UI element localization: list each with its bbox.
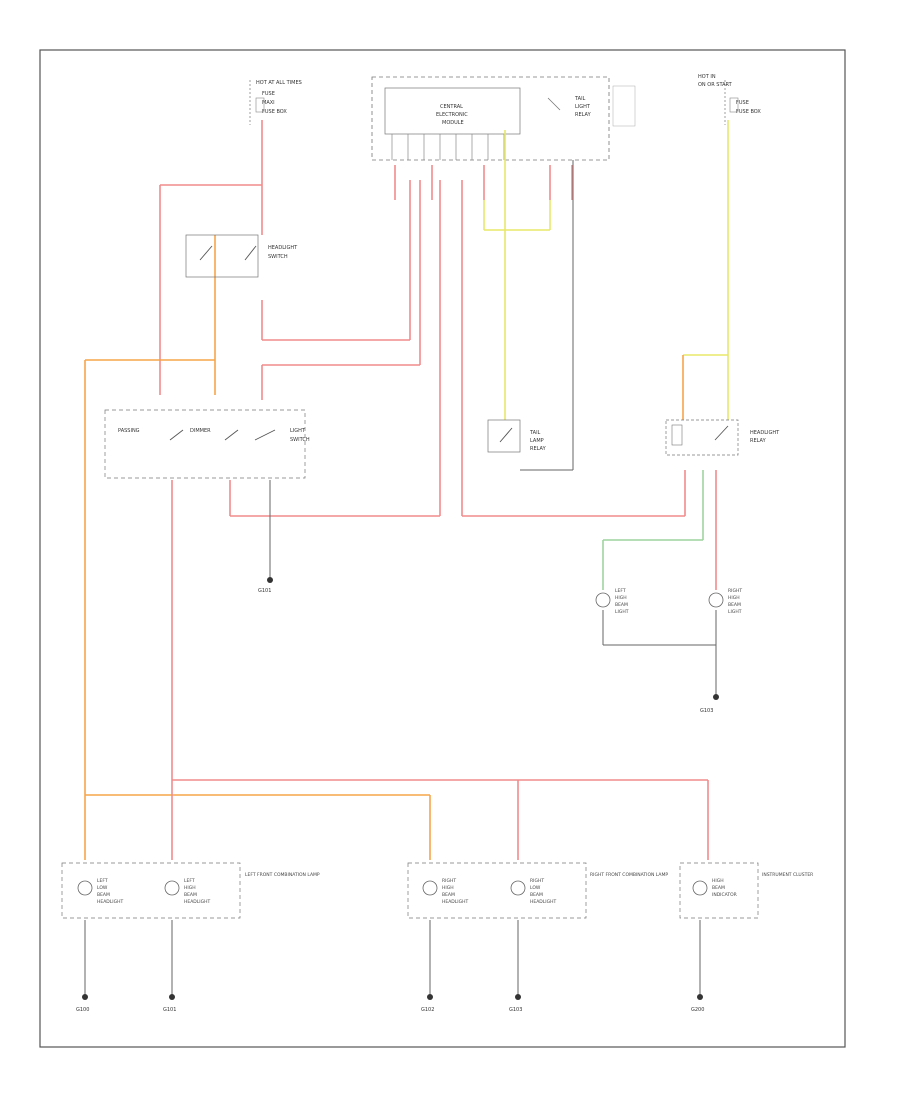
lamp-right-low: RIGHT LOW BEAM HEADLIGHT bbox=[510, 878, 556, 905]
headlight-switch-label-1: SWITCH bbox=[268, 254, 288, 260]
ground-center-label: G101 bbox=[258, 588, 271, 594]
module-right-1: LIGHT bbox=[575, 104, 591, 110]
lamp-left-low: LEFT LOW BEAM HEADLIGHT bbox=[77, 878, 123, 905]
lamp-indicator-l0: HIGH bbox=[712, 878, 724, 884]
central-electronic-module: CENTRAL ELECTRONIC MODULE TAIL LIGHT REL… bbox=[371, 76, 636, 161]
lamp-left-low-l0: LEFT bbox=[97, 878, 108, 884]
lamp-right-high-l1: HIGH bbox=[442, 885, 454, 891]
lamp-indicator-l1: BEAM bbox=[712, 885, 725, 891]
fuse-box-top-right-label-2: FUSE bbox=[736, 100, 749, 106]
module-title-2: MODULE bbox=[442, 120, 464, 126]
headlight-relay: HEADLIGHT RELAY bbox=[665, 419, 780, 456]
lamp-right-high: RIGHT HIGH BEAM HEADLIGHT bbox=[422, 878, 468, 905]
upper-lamp-left-l0: LEFT bbox=[615, 588, 626, 594]
module-title-1: ELECTRONIC bbox=[436, 112, 468, 118]
upper-lamp-right-l2: BEAM bbox=[728, 602, 741, 608]
fuse-box-top-left-label-0: HOT AT ALL TIMES bbox=[256, 80, 302, 86]
lamp-right-low-l3: HEADLIGHT bbox=[530, 899, 556, 905]
headlight-switch: HEADLIGHT SWITCH bbox=[185, 234, 298, 278]
fuse-box-top-left-label-3: FUSE BOX bbox=[262, 109, 287, 115]
ground-right-label: G103 bbox=[700, 708, 713, 714]
fuse-box-top-left-label-1: FUSE bbox=[262, 91, 275, 97]
lamp-right-low-l0: RIGHT bbox=[530, 878, 544, 884]
group-label-right: RIGHT FRONT COMBINATION LAMP bbox=[590, 872, 668, 878]
tail-lamp-label-1: LAMP bbox=[530, 438, 544, 444]
lamp-left-low-l3: HEADLIGHT bbox=[97, 899, 123, 905]
yellow-wires bbox=[483, 120, 729, 420]
upper-lamp-left-l1: HIGH bbox=[615, 595, 627, 601]
fuse-box-top-right-label-1: ON OR START bbox=[698, 82, 733, 88]
upper-lamp-left-l3: LIGHT bbox=[615, 609, 629, 615]
module-right-2: RELAY bbox=[575, 112, 592, 118]
module-title-0: CENTRAL bbox=[440, 104, 463, 110]
lamp-left-low-l1: LOW bbox=[97, 885, 108, 891]
fuse-box-top-left-label-2: MAXI bbox=[262, 100, 275, 106]
upper-lamp-right: RIGHT HIGH BEAM LIGHT bbox=[708, 588, 742, 615]
ground-bottom-3: G103 bbox=[509, 1007, 522, 1013]
lamp-right-high-l2: BEAM bbox=[442, 892, 455, 898]
dimmer-switch-assembly: PASSING DIMMER LIGHT SWITCH bbox=[104, 409, 310, 479]
tail-lamp-label-2: RELAY bbox=[530, 446, 547, 452]
right-front-combination-lamp: RIGHT FRONT COMBINATION LAMP bbox=[407, 862, 668, 919]
orange-wires bbox=[84, 235, 684, 860]
lamp-left-high: LEFT HIGH BEAM HEADLIGHT bbox=[164, 878, 210, 905]
diagram-frame bbox=[39, 49, 846, 1048]
module-right-0: TAIL bbox=[574, 96, 586, 102]
fuse-box-top-right: HOT IN ON OR START FUSE FUSE BOX bbox=[698, 74, 761, 125]
upper-lamp-left: LEFT HIGH BEAM LIGHT bbox=[595, 588, 629, 615]
dimmer-label-0: PASSING bbox=[118, 428, 140, 434]
headlight-relay-label-0: HEADLIGHT bbox=[750, 430, 780, 436]
dimmer-label-3: SWITCH bbox=[290, 437, 310, 443]
green-wires bbox=[602, 470, 704, 590]
instrument-cluster: INSTRUMENT CLUSTER bbox=[679, 862, 813, 919]
lamp-left-high-l0: LEFT bbox=[184, 878, 195, 884]
tail-lamp-label-0: TAIL bbox=[529, 430, 541, 436]
lamp-right-high-l0: RIGHT bbox=[442, 878, 456, 884]
grounds-bottom: G100 G101 G102 G103 G200 bbox=[76, 994, 704, 1013]
upper-lamp-right-l1: HIGH bbox=[728, 595, 740, 601]
lamp-left-high-l1: HIGH bbox=[184, 885, 196, 891]
group-label-cluster: INSTRUMENT CLUSTER bbox=[762, 872, 813, 878]
ground-bottom-4: G200 bbox=[691, 1007, 704, 1013]
lamp-left-high-l2: BEAM bbox=[184, 892, 197, 898]
headlight-relay-label-1: RELAY bbox=[750, 438, 767, 444]
dimmer-label-1: DIMMER bbox=[190, 428, 211, 434]
left-front-combination-lamp: LEFT FRONT COMBINATION LAMP bbox=[61, 862, 320, 919]
lamp-left-high-l3: HEADLIGHT bbox=[184, 899, 210, 905]
group-label-left: LEFT FRONT COMBINATION LAMP bbox=[245, 872, 320, 878]
ground-wires bbox=[84, 160, 717, 995]
lamp-indicator: HIGH BEAM INDICATOR bbox=[692, 878, 737, 898]
tail-lamp-relay: TAIL LAMP RELAY bbox=[487, 419, 547, 453]
lamp-left-low-l2: BEAM bbox=[97, 892, 110, 898]
fuse-box-top-right-label-0: HOT IN bbox=[698, 74, 716, 80]
ground-bottom-0: G100 bbox=[76, 1007, 89, 1013]
ground-bottom-2: G102 bbox=[421, 1007, 434, 1013]
lamp-indicator-l2: INDICATOR bbox=[712, 892, 737, 898]
upper-lamp-right-l0: RIGHT bbox=[728, 588, 742, 594]
fuse-box-top-left: HOT AT ALL TIMES FUSE MAXI FUSE BOX bbox=[249, 80, 302, 125]
lamp-right-high-l3: HEADLIGHT bbox=[442, 899, 468, 905]
red-wires-bottom bbox=[171, 480, 709, 860]
red-wires-top bbox=[159, 120, 717, 590]
fuse-box-top-right-label-3: FUSE BOX bbox=[736, 109, 761, 115]
ground-right: G103 bbox=[700, 694, 719, 714]
dimmer-label-2: LIGHT bbox=[290, 428, 306, 434]
upper-lamp-left-l2: BEAM bbox=[615, 602, 628, 608]
ground-center: G101 bbox=[258, 577, 273, 594]
headlight-switch-label-0: HEADLIGHT bbox=[268, 245, 298, 251]
upper-lamp-right-l3: LIGHT bbox=[728, 609, 742, 615]
lamp-right-low-l2: BEAM bbox=[530, 892, 543, 898]
ground-bottom-1: G101 bbox=[163, 1007, 176, 1013]
lamp-right-low-l1: LOW bbox=[530, 885, 541, 891]
